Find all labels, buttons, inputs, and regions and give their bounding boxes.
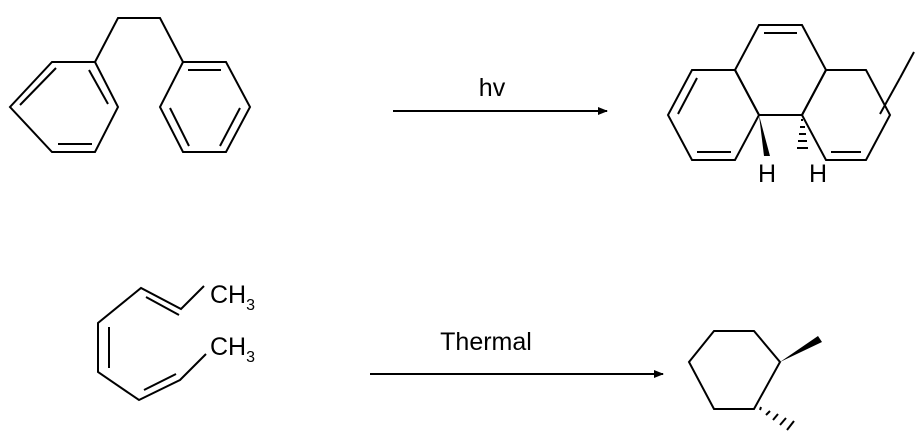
hydrogen-label-left: H (758, 160, 776, 188)
left-ring-inner-bond-3 (88, 69, 109, 105)
right-benzene-ring (158, 61, 252, 153)
hashed-bond-right (797, 119, 808, 149)
methyl-label-bottom: CH3 (210, 333, 255, 366)
right-ring-inner-bond-3 (169, 107, 190, 147)
right-ring-inner-bond-2 (219, 107, 241, 147)
bibenzyl-reactant (8, 17, 252, 153)
cyclohexane-ring (687, 330, 782, 410)
left-ring (666, 69, 761, 161)
dimethylcyclohexane-product (687, 330, 822, 431)
hydrogen-label-right: H (809, 160, 827, 188)
triene-double-bond-1 (145, 296, 180, 316)
arrow-2-condition: Thermal (440, 328, 532, 356)
reaction-arrow-2: Thermal (370, 328, 664, 378)
triene-double-bond-3 (143, 373, 177, 391)
central-ring (733, 24, 828, 116)
arrow-1-condition: hv (479, 74, 506, 102)
right-ring (801, 69, 892, 161)
right-ring-double-bond-2 (879, 77, 901, 115)
ethane-bridge (94, 17, 184, 63)
left-ring-double-bond-1 (677, 77, 698, 115)
triene-chain (97, 285, 207, 402)
methyl-label-top: CH3 (210, 281, 255, 314)
wedge-methyl (780, 336, 822, 362)
reaction-arrow-1: hv (393, 74, 608, 115)
left-benzene-ring (8, 61, 120, 153)
dihydrophenanthrene-product: H H (666, 24, 915, 188)
right-ring-edge-bond (899, 51, 915, 79)
hashed-methyl (759, 406, 795, 431)
wedge-bond-left (759, 115, 770, 156)
octatriene-reactant: CH3 CH3 (97, 281, 255, 402)
left-ring-inner-bond-1 (19, 67, 57, 106)
